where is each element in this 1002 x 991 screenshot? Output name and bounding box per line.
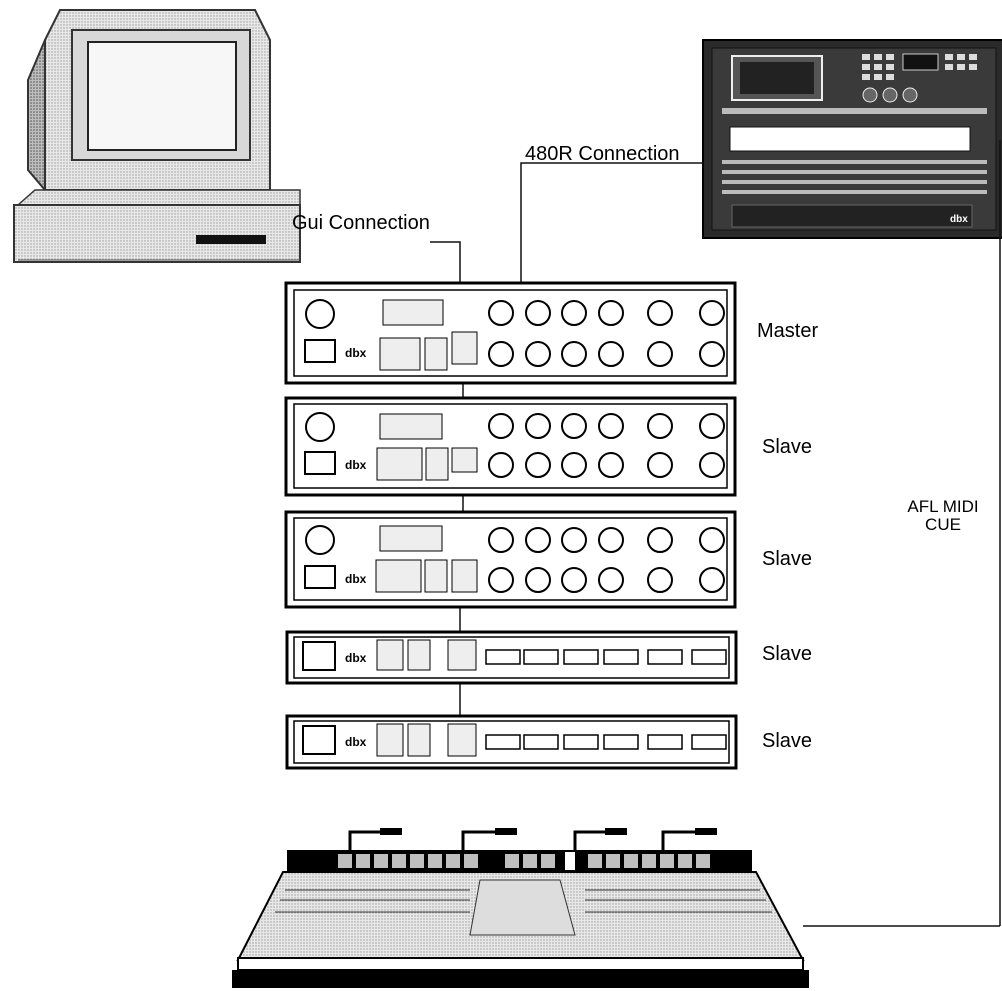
computer-icon xyxy=(14,10,300,262)
cue-label: CUE xyxy=(893,516,993,534)
gui-connection-label: Gui Connection xyxy=(292,212,430,235)
driverack-unit-slave-1: dbx xyxy=(286,398,735,495)
r480-connection-label: 480R Connection xyxy=(525,143,680,166)
unit-brand-logo: dbx xyxy=(345,651,367,665)
afl-midi-label: AFL MIDI xyxy=(893,498,993,516)
rack-brand-logo: dbx xyxy=(950,214,968,225)
unit-brand-logo: dbx xyxy=(345,346,367,360)
driverack-unit-master: dbx xyxy=(286,283,735,383)
driverack-unit-slave-4: dbx xyxy=(287,716,736,768)
master-label: Master xyxy=(757,320,818,343)
unit-brand-logo: dbx xyxy=(345,572,367,586)
unit-brand-logo: dbx xyxy=(345,458,367,472)
slave-label-2: Slave xyxy=(762,548,812,571)
driverack-unit-slave-2: dbx xyxy=(286,512,735,607)
480r-remote-unit: dbx xyxy=(703,40,1002,238)
unit-brand-logo: dbx xyxy=(345,735,367,749)
driverack-unit-slave-3: dbx xyxy=(287,632,736,683)
afl-midi-cue-label: AFL MIDI CUE xyxy=(893,498,993,534)
slave-label-4: Slave xyxy=(762,730,812,753)
slave-label-3: Slave xyxy=(762,643,812,666)
slave-label-1: Slave xyxy=(762,436,812,459)
mixing-console xyxy=(232,828,809,988)
